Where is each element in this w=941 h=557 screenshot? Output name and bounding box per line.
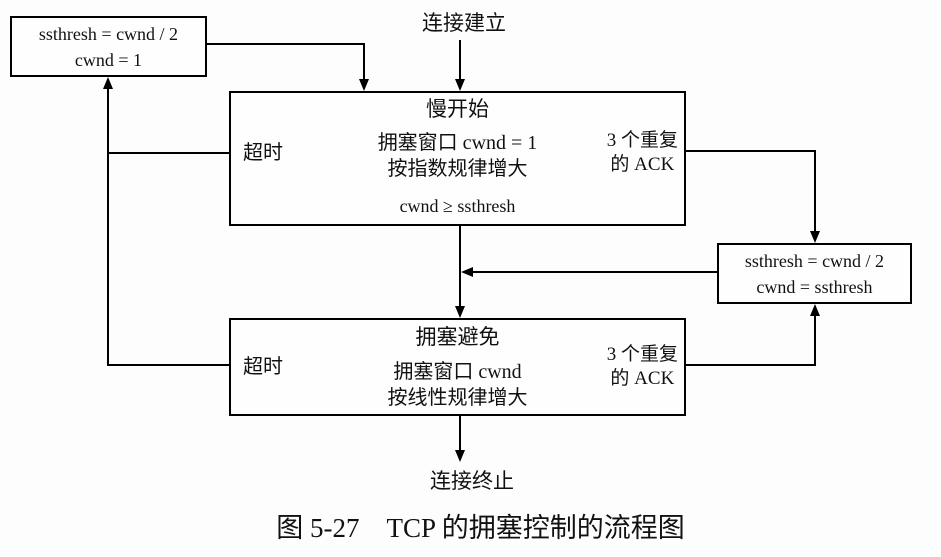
connector-start-arrowhead	[455, 79, 465, 91]
slow-start-body1: 拥塞窗口 cwnd = 1	[377, 132, 538, 154]
reset-on-timeout-line2: cwnd = 1	[74, 49, 143, 70]
slow-start-body2: 按指数规律增大	[387, 158, 528, 180]
congestion-avoidance-3ack-label: 3 个重复 的 ACK	[607, 343, 678, 391]
slow-start-3ack-line1: 3 个重复	[606, 130, 678, 151]
slow-start-3ack-label: 3 个重复 的 ACK	[607, 129, 678, 177]
congestion-avoidance-body2: 按线性规律增大	[387, 387, 528, 409]
connection-established-label: 连接建立	[422, 11, 506, 35]
connector-reset1-v	[363, 43, 365, 80]
reset-on-3ack-box: ssthresh = cwnd / 2 cwnd = ssthresh	[717, 243, 912, 304]
connector-avoid-3ack-arrowhead	[810, 304, 820, 316]
connector-end-arrowhead	[455, 450, 465, 462]
connector-slow-3ack-arrowhead	[810, 231, 820, 243]
reset-on-timeout-box: ssthresh = cwnd / 2 cwnd = 1	[10, 16, 207, 77]
congestion-avoidance-body1: 拥塞窗口 cwnd	[393, 361, 522, 383]
slow-start-timeout-label: 超时	[243, 142, 283, 164]
connection-terminated-label: 连接终止	[430, 469, 514, 493]
reset-on-3ack-line2: cwnd = ssthresh	[756, 276, 873, 297]
connector-end-line	[459, 416, 461, 451]
connector-middle-v	[459, 226, 461, 307]
congestion-avoidance-timeout-label: 超时	[243, 356, 283, 378]
connector-slow-3ack-v	[814, 150, 816, 232]
connector-avoid-3ack-h	[686, 364, 816, 366]
connector-timeout-arrowhead	[103, 77, 113, 89]
slow-start-box: 慢开始 拥塞窗口 cwnd = 1 按指数规律增大 cwnd ≥ ssthres…	[229, 91, 686, 226]
connector-avoid-timeout-h	[108, 364, 230, 366]
connector-slow-timeout-h	[108, 152, 229, 154]
connector-reset2-to-middle-arrowhead	[461, 267, 473, 277]
slow-start-title: 慢开始	[426, 97, 489, 121]
connector-middle-arrowhead	[455, 306, 465, 318]
connector-reset2-to-middle-h	[472, 271, 717, 273]
congestion-avoidance-3ack-line2: 的 ACK	[610, 368, 675, 389]
congestion-avoidance-3ack-line1: 3 个重复	[606, 344, 678, 365]
reset-on-timeout-line1: ssthresh = cwnd / 2	[38, 23, 179, 44]
connector-start-line	[459, 40, 461, 80]
congestion-avoidance-title: 拥塞避免	[415, 325, 500, 349]
figure-caption: 图 5-27 TCP 的拥塞控制的流程图	[276, 513, 685, 543]
connector-avoid-3ack-v	[814, 315, 816, 366]
reset-on-3ack-line1: ssthresh = cwnd / 2	[744, 250, 885, 271]
slow-start-3ack-line2: 的 ACK	[610, 154, 675, 175]
connector-reset1-h	[207, 43, 365, 45]
connector-timeout-v	[107, 88, 109, 366]
slow-start-condition: cwnd ≥ ssthresh	[399, 196, 516, 216]
connector-reset1-arrowhead	[359, 79, 369, 91]
connector-slow-3ack-h	[686, 150, 816, 152]
congestion-avoidance-box: 拥塞避免 拥塞窗口 cwnd 按线性规律增大 超时 3 个重复 的 ACK	[229, 318, 686, 416]
